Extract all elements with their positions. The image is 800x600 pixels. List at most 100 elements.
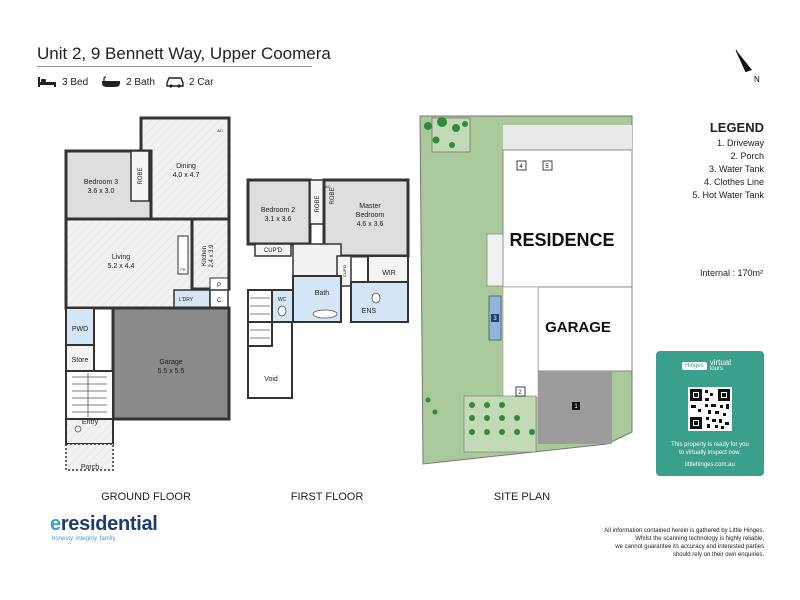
gf-entry-label: Entry xyxy=(82,419,99,426)
virtual-line: virtual xyxy=(709,358,732,367)
gf-cupboard-label: C xyxy=(217,298,222,304)
ff-ensuite xyxy=(350,281,409,323)
virtual-tour-url[interactable]: littlehinges.com.au xyxy=(685,462,735,468)
disclaimer-line: we cannot guarantee its accuracy and int… xyxy=(615,544,764,550)
gf-kitchen-bench xyxy=(177,235,189,275)
compass-label: N xyxy=(754,75,760,84)
gf-bedroom3-name: Bedroom 3 xyxy=(84,179,118,186)
tours-line: tours xyxy=(709,366,724,372)
legend-item: 3. Water Tank xyxy=(708,164,764,174)
gf-store-label: Store xyxy=(72,357,89,364)
gf-porch-label: Porch xyxy=(81,464,99,471)
gf-robe-label: ROBE xyxy=(138,167,144,184)
legend-item: 4. Clothes Line xyxy=(703,177,764,187)
legend-item: 2. Porch xyxy=(730,151,764,161)
site-side-path xyxy=(503,125,632,150)
gf-living-size: 5.2 x 4.4 xyxy=(108,263,135,270)
gf-garage-name: Garage xyxy=(159,359,182,366)
eresidential-logo: eresidential xyxy=(50,513,158,536)
site-markers: 1 2 3 4 5 xyxy=(491,160,580,410)
virtual-tour-card[interactable]: Hinges virtual tours This property is re… xyxy=(656,351,764,476)
disclaimer: All information contained herein is gath… xyxy=(562,527,764,559)
bathtub-icon xyxy=(102,76,120,87)
gf-ac-label: AC xyxy=(217,128,223,133)
gf-porch xyxy=(65,443,114,471)
compass-north-arrow: N xyxy=(735,49,760,84)
brand-rest: residential xyxy=(60,513,158,535)
spec-bath: 2 Bath xyxy=(101,76,155,88)
first-floor-plan xyxy=(246,178,410,399)
internal-area: Internal : 170m² xyxy=(700,268,764,278)
legend-item: 1. Driveway xyxy=(716,138,764,148)
gf-robe xyxy=(130,150,150,202)
message-line: to virtually inspect now. xyxy=(679,450,741,456)
gf-garage-size: 5.5 x 5.5 xyxy=(158,368,185,375)
gf-garage xyxy=(111,306,231,421)
gf-pantry-label: P xyxy=(217,283,221,289)
ff-stairs xyxy=(247,289,273,347)
site-trees xyxy=(424,117,535,435)
disclaimer-line: All information contained herein is gath… xyxy=(604,528,764,534)
ff-robe2-label: ROBE xyxy=(330,187,336,204)
ff-hall xyxy=(292,243,342,277)
site-garage-label: GARAGE xyxy=(545,319,611,336)
legend-title: LEGEND xyxy=(709,120,764,135)
gf-kitchen-size: 2.4 x 3.9 xyxy=(209,244,215,268)
ff-bedroom-2 xyxy=(246,178,312,246)
ff-bedroom2-name: Bedroom 2 xyxy=(261,207,295,214)
site-plan-label: SITE PLAN xyxy=(494,491,550,503)
marker-porch: 2 xyxy=(518,390,522,396)
ff-wir-label: WIR xyxy=(382,270,396,277)
gf-kitchen-name: Kitchen xyxy=(202,246,208,266)
marker-clothes-line: 4 xyxy=(519,164,523,170)
ff-master-name2: Bedroom xyxy=(356,212,385,219)
ff-cupboard1-label: CUP'D xyxy=(264,248,283,254)
site-rear-garden xyxy=(486,233,504,287)
gf-living-name: Living xyxy=(112,254,130,261)
virtual-tour-logo: Hinges virtual tours xyxy=(682,359,731,373)
ground-floor-plan xyxy=(64,116,231,471)
ff-wir xyxy=(367,255,409,283)
car-icon xyxy=(166,77,184,88)
gf-fridge-label: FR xyxy=(180,267,185,272)
bed-icon xyxy=(38,77,56,87)
spec-bath-label: 2 Bath xyxy=(126,76,155,88)
ff-ac-label: AC xyxy=(325,184,331,189)
ff-robe1-label: ROBE xyxy=(315,195,321,212)
message-line: This property is ready for you xyxy=(671,442,749,448)
spec-bed: 3 Bed xyxy=(37,76,88,88)
ff-cupboard-1 xyxy=(254,243,292,257)
ff-cupboard2-label: CUP'D xyxy=(342,265,347,277)
legend-item: 5. Hot Water Tank xyxy=(692,190,764,200)
ff-void-label: Void xyxy=(264,376,278,383)
site-residence-label: RESIDENCE xyxy=(509,230,614,250)
marker-hot-water: 5 xyxy=(545,164,549,170)
ff-master-name1: Master xyxy=(359,203,381,210)
ff-void xyxy=(247,321,293,399)
marker-driveway: 1 xyxy=(574,404,578,410)
brand-e: e xyxy=(50,513,61,535)
site-garage xyxy=(537,286,633,372)
marker-water-tank: 3 xyxy=(493,316,497,322)
gf-kitchen xyxy=(190,217,231,291)
spec-car-label: 2 Car xyxy=(189,76,214,88)
ground-floor-label: GROUND FLOOR xyxy=(101,491,191,503)
ff-bath-label: Bath xyxy=(315,290,330,297)
legend: LEGEND 1. Driveway 2. Porch 3. Water Tan… xyxy=(640,120,764,202)
qr-code-icon[interactable] xyxy=(688,387,732,431)
ff-master-size: 4.6 x 3.6 xyxy=(357,221,384,228)
ff-bedroom2-size: 3.1 x 3.6 xyxy=(265,216,292,223)
gf-laundry-label: L'DRY xyxy=(179,297,194,303)
gf-pwd-label: PWD xyxy=(72,326,88,333)
ff-ensuite-label: ENS xyxy=(362,308,377,315)
property-address: Unit 2, 9 Bennett Way, Upper Coomera xyxy=(37,44,331,63)
gf-dining-name: Dining xyxy=(176,163,196,170)
ff-wc-label: WC xyxy=(278,297,287,303)
gf-entry xyxy=(65,418,114,445)
disclaimer-line: should rely on their own enquiries. xyxy=(672,552,764,558)
gf-dining-size: 4.0 x 4.7 xyxy=(173,172,200,179)
spec-car: 2 Car xyxy=(166,76,213,88)
gf-living xyxy=(64,217,194,310)
gf-bedroom3-size: 3.6 x 3.0 xyxy=(88,188,115,195)
